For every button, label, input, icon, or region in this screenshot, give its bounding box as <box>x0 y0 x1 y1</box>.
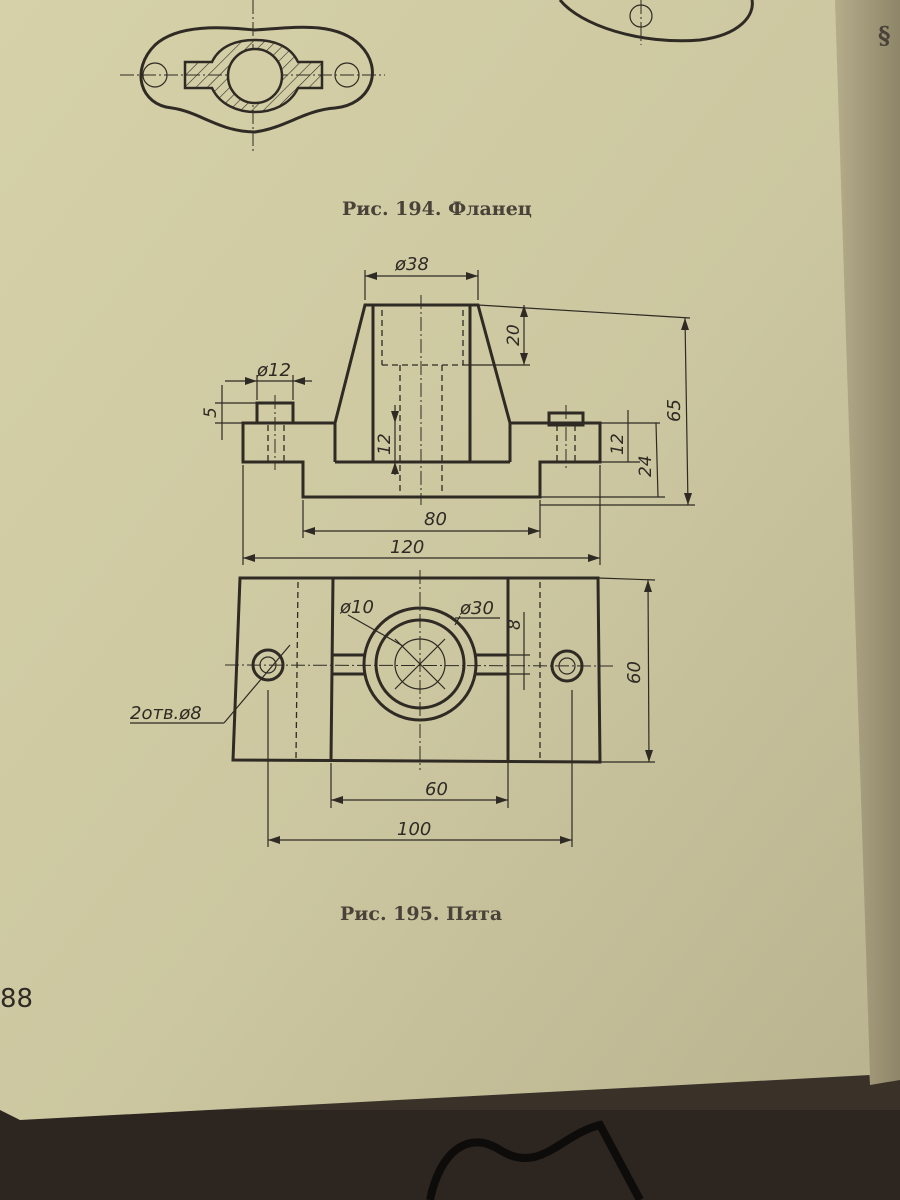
figure-194-caption: Рис. 194. Фланец <box>342 198 532 220</box>
figure-195-front-view <box>215 270 695 565</box>
dim-boss-diameter: ø12 <box>256 360 291 381</box>
dim-ring: ø30 <box>459 598 494 619</box>
dim-width: 60 <box>624 661 645 684</box>
dim-inner-width: 60 <box>425 779 448 800</box>
dim-small-hole: ø10 <box>339 597 374 618</box>
dim-total-height: 65 <box>664 399 685 422</box>
dim-total-length: 120 <box>390 537 424 558</box>
dim-counterbore-depth: 20 <box>504 324 524 346</box>
book-page <box>0 0 870 1120</box>
figure-195-caption: Рис. 195. Пята <box>340 903 502 925</box>
dim-right-step: 12 <box>608 433 628 455</box>
figure-194-drawing <box>120 0 754 152</box>
dim-inner-step: 12 <box>375 433 395 455</box>
dim-base-height: 24 <box>636 455 656 477</box>
dim-inner-length: 80 <box>424 509 447 530</box>
dim-hole-spacing: 100 <box>397 819 431 840</box>
dim-holes-note: 2отв.ø8 <box>130 703 202 724</box>
figure-195-top-view <box>130 570 656 847</box>
page-number: 88 <box>0 984 33 1014</box>
dim-slot-width: 8 <box>505 619 525 630</box>
section-mark: § <box>878 21 891 50</box>
cable <box>426 1120 644 1200</box>
dim-top-diameter: ø38 <box>394 254 429 275</box>
dim-boss-height: 5 <box>201 407 221 418</box>
